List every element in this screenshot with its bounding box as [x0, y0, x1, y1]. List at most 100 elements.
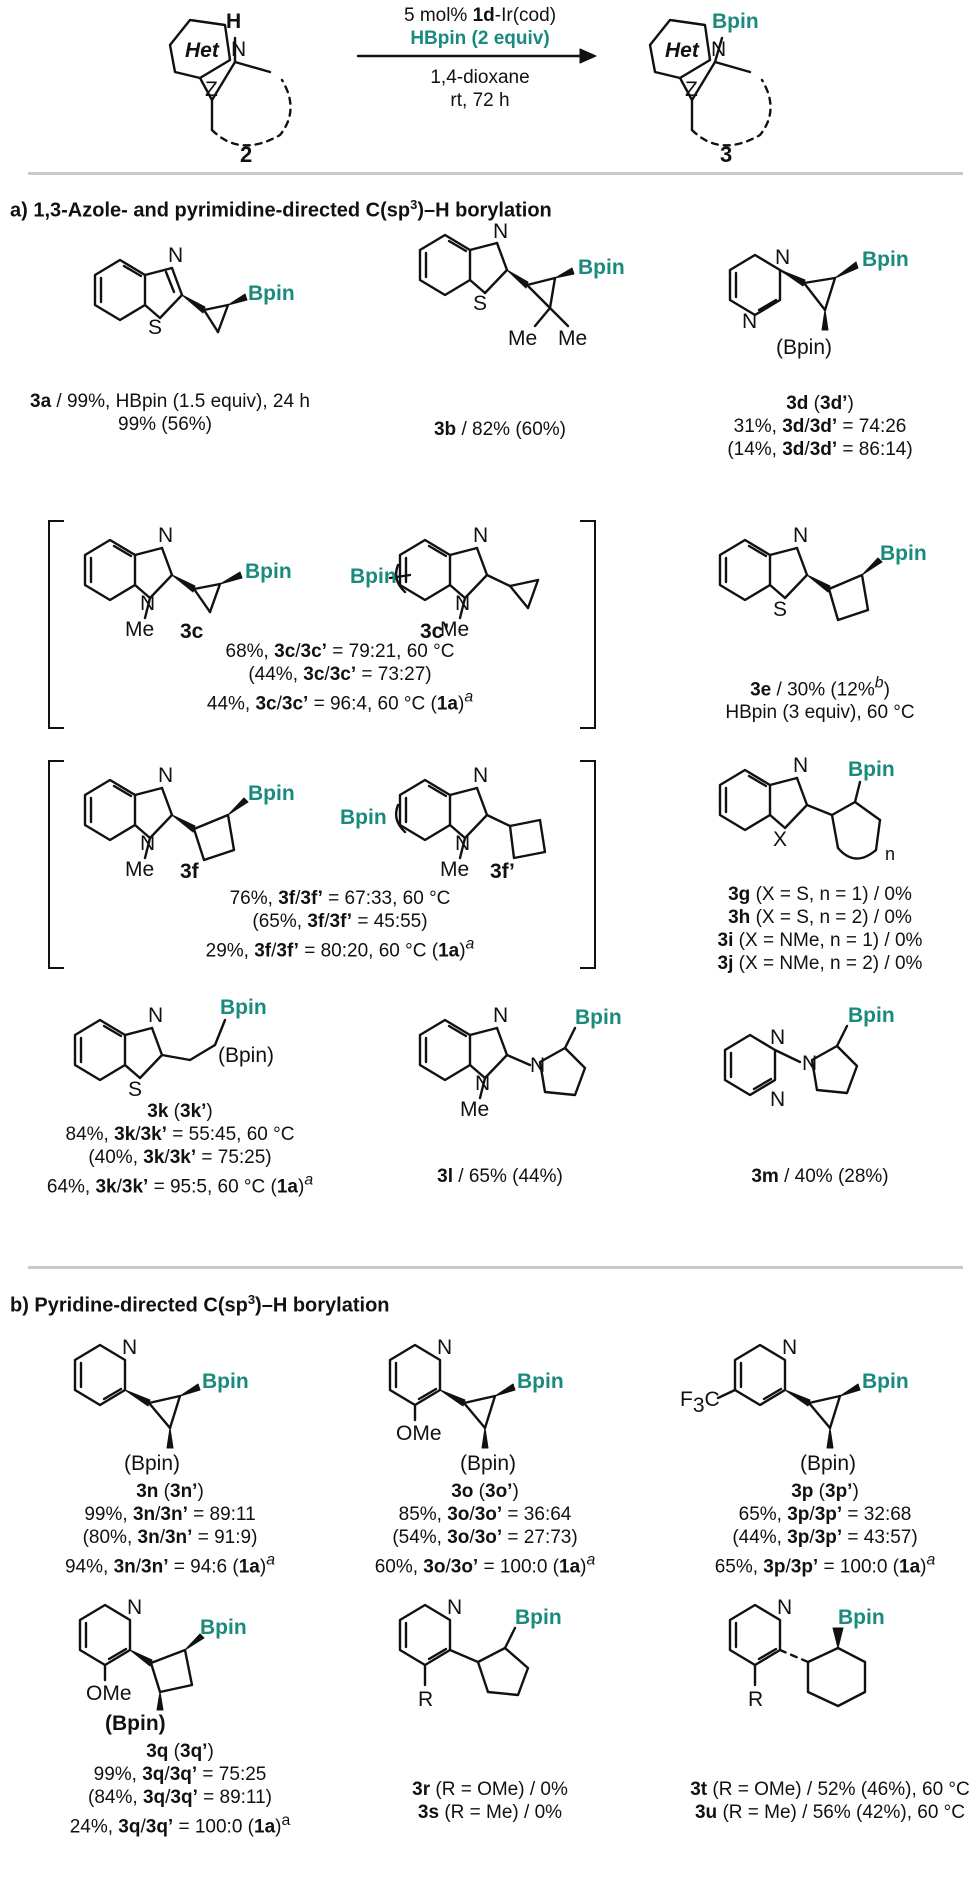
structure-3k: N S Bpin (Bpin): [73, 996, 274, 1101]
svg-text:Bpin: Bpin: [712, 10, 759, 33]
bracket-3c-left: [48, 520, 64, 729]
svg-text:N: N: [168, 244, 183, 267]
svg-text:(Bpin): (Bpin): [218, 1044, 274, 1067]
caption-3l: 3l / 65% (44%): [437, 1166, 563, 1187]
svg-text:S: S: [128, 1078, 142, 1101]
svg-text:N: N: [455, 592, 470, 615]
svg-text:N: N: [775, 246, 790, 269]
svg-text:N: N: [127, 1596, 142, 1619]
structure-3c-prime: N N Me Bpin 3c’: [350, 524, 540, 643]
svg-text:3c’: 3c’: [420, 620, 449, 643]
svg-text:Bpin: Bpin: [880, 542, 927, 565]
structure-3f: N N Me Bpin 3f: [83, 764, 295, 883]
svg-text:Z: Z: [205, 78, 218, 101]
divider-top: [28, 172, 963, 175]
reaction-conditions-bottom: 1,4-dioxane rt, 72 h: [430, 67, 530, 111]
svg-text:N: N: [493, 220, 508, 243]
svg-text:N: N: [231, 38, 246, 61]
structure-3b: N S Bpin Me Me: [418, 220, 625, 350]
caption-3g: 3g (X = S, n = 1) / 0%3h (X = S, n = 2) …: [717, 884, 923, 974]
svg-text:Bpin: Bpin: [517, 1370, 564, 1393]
svg-text:Bpin: Bpin: [248, 782, 295, 805]
reactant-label: 2: [240, 142, 252, 167]
product-label: 3: [720, 142, 732, 167]
svg-text:OMe: OMe: [396, 1422, 442, 1445]
structure-3q: N OMe Bpin (Bpin): [78, 1596, 247, 1735]
svg-text:Bpin: Bpin: [248, 282, 295, 305]
svg-text:N: N: [148, 1004, 163, 1027]
svg-text:S: S: [148, 316, 162, 339]
svg-text:Me: Me: [125, 618, 154, 641]
structure-3o: N OMe Bpin (Bpin): [388, 1336, 564, 1475]
svg-text:N: N: [742, 310, 757, 333]
svg-text:N: N: [437, 1336, 452, 1359]
svg-text:N: N: [158, 524, 173, 547]
svg-text:Me: Me: [508, 327, 537, 350]
svg-text:X: X: [773, 828, 787, 851]
svg-text:Bpin: Bpin: [575, 1006, 622, 1029]
svg-text:Bpin: Bpin: [245, 560, 292, 583]
caption-3o: 3o (3o’)85%, 3o/3o’ = 36:64(54%, 3o/3o’ …: [374, 1481, 596, 1578]
svg-text:N: N: [711, 38, 726, 61]
svg-text:Het: Het: [185, 39, 220, 62]
svg-text:N: N: [122, 1336, 137, 1359]
svg-text:Het: Het: [665, 39, 700, 62]
caption-3d: 3d (3d’)31%, 3d/3d’ = 74:26(14%, 3d/3d’ …: [727, 393, 913, 460]
caption-3k: 3k (3k’)84%, 3k/3k’ = 55:45, 60 °C(40%, …: [46, 1101, 314, 1198]
svg-text:F3C: F3C: [680, 1388, 720, 1417]
caption-3c: 68%, 3c/3c’ = 79:21, 60 °C(44%, 3c/3c’ =…: [206, 641, 474, 715]
svg-text:S: S: [773, 598, 787, 621]
svg-text:(Bpin): (Bpin): [776, 336, 832, 359]
svg-text:N: N: [770, 1088, 785, 1111]
structure-3l: N N N Me Bpin: [418, 1004, 622, 1121]
structure-3f-prime: N N Me Bpin 3f’: [340, 764, 547, 883]
reaction-conditions-top: 5 mol% 1d-Ir(cod) HBpin (2 equiv): [403, 5, 557, 49]
structure-3n: N Bpin (Bpin): [73, 1336, 249, 1475]
svg-text:Bpin: Bpin: [340, 806, 387, 829]
caption-3b: 3b / 82% (60%): [433, 419, 566, 440]
product-3-structure: Het N Bpin Z 3: [648, 10, 772, 167]
divider-middle: [28, 1266, 963, 1269]
bracket-3c-right: [580, 520, 596, 729]
structure-3m: N N N Bpin: [723, 1004, 895, 1111]
svg-text:Bpin: Bpin: [578, 256, 625, 279]
svg-text:H: H: [226, 10, 241, 33]
svg-text:Me: Me: [440, 858, 469, 881]
svg-text:(Bpin): (Bpin): [460, 1452, 516, 1475]
caption-3n: 3n (3n’)99%, 3n/3n’ = 89:11(80%, 3n/3n’ …: [64, 1481, 276, 1578]
svg-text:N: N: [140, 832, 155, 855]
svg-text:R: R: [418, 1688, 433, 1711]
caption-3e: 3e / 30% (12%b)HBpin (3 equiv), 60 °C: [725, 675, 915, 724]
structure-3r: N R Bpin: [398, 1596, 562, 1711]
svg-text:N: N: [140, 592, 155, 615]
svg-text:N: N: [473, 524, 488, 547]
svg-text:N: N: [455, 832, 470, 855]
svg-text:N: N: [493, 1004, 508, 1027]
svg-text:R: R: [748, 1688, 763, 1711]
caption-3r: 3r (R = OMe) / 0%3s (R = Me) / 0%: [412, 1779, 568, 1823]
caption-3f: 76%, 3f/3f’ = 67:33, 60 °C(65%, 3f/3f’ =…: [205, 888, 475, 962]
structure-3d: N N Bpin (Bpin): [728, 246, 909, 359]
svg-text:N: N: [473, 764, 488, 787]
svg-text:N: N: [447, 1596, 462, 1619]
svg-text:N: N: [782, 1336, 797, 1359]
svg-text:Me: Me: [440, 618, 469, 641]
svg-text:3f: 3f: [180, 860, 200, 883]
svg-text:Bpin: Bpin: [220, 996, 267, 1019]
svg-text:Bpin: Bpin: [515, 1606, 562, 1629]
svg-text:Bpin: Bpin: [350, 565, 397, 588]
reaction-arrow: [356, 48, 597, 64]
svg-text:n: n: [885, 844, 895, 864]
svg-text:N: N: [530, 1054, 545, 1077]
svg-text:Bpin: Bpin: [862, 1370, 909, 1393]
structure-3c: N N Me Bpin 3c: [83, 524, 292, 643]
svg-text:(Bpin): (Bpin): [124, 1452, 180, 1475]
svg-text:Z: Z: [685, 78, 698, 101]
structure-3g: N X Bpin n: [718, 754, 895, 864]
bracket-3f-right: [580, 760, 596, 969]
section-b-title: b) Pyridine-directed C(sp3)–H borylation: [10, 1292, 390, 1317]
caption-3p: 3p (3p’)65%, 3p/3p’ = 32:68(44%, 3p/3p’ …: [714, 1481, 936, 1578]
svg-text:3c: 3c: [180, 620, 204, 643]
svg-text:N: N: [158, 764, 173, 787]
